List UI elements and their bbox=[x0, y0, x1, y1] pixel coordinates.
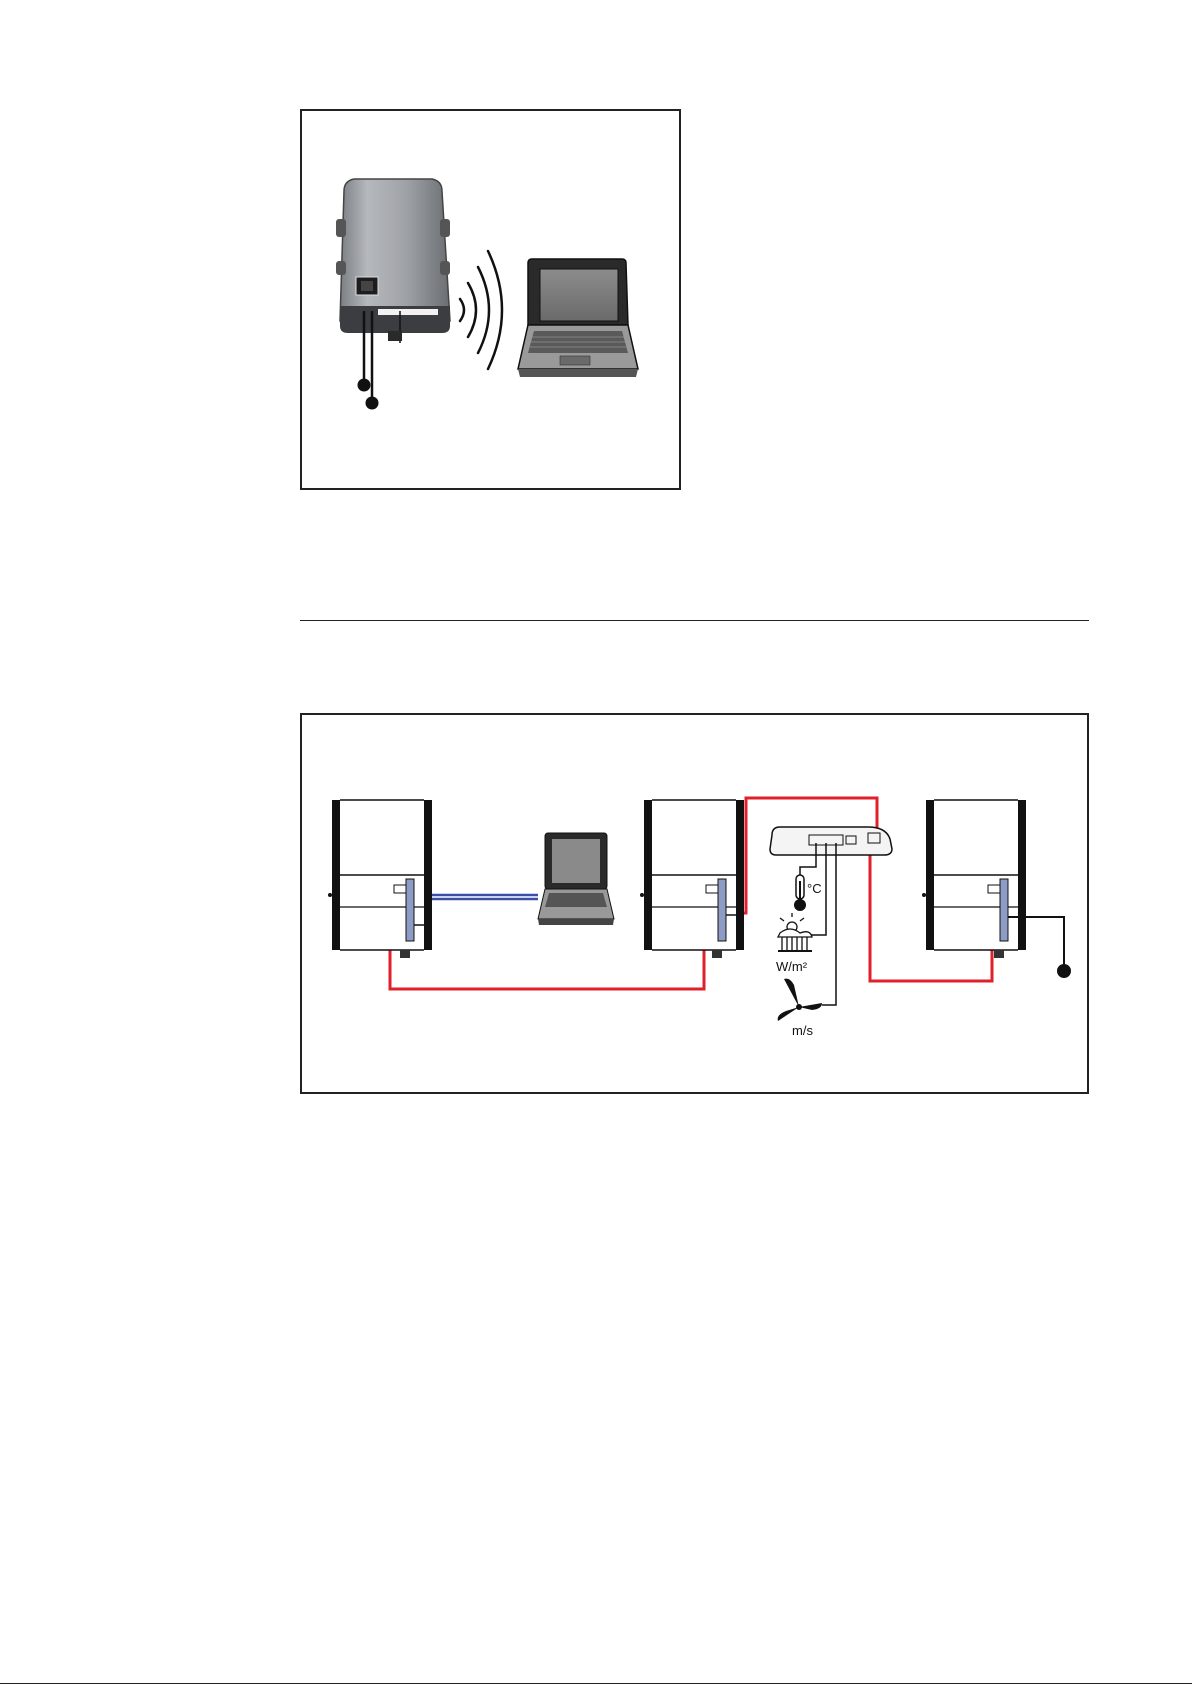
inverter-3-icon bbox=[922, 800, 1026, 958]
figure-wired-network: °C W/m² m/s bbox=[300, 713, 1089, 1094]
sensor-box-icon bbox=[770, 827, 892, 855]
page-bottom-rule bbox=[0, 1683, 1192, 1684]
wireless-signal-icon bbox=[460, 251, 502, 369]
inverter-1-icon bbox=[328, 800, 432, 958]
temperature-unit-label: °C bbox=[807, 881, 822, 896]
inverter-2-icon bbox=[640, 800, 744, 958]
wired-network-diagram: °C W/m² m/s bbox=[302, 715, 1087, 1092]
inverter-icon bbox=[336, 179, 450, 343]
laptop-icon bbox=[538, 833, 614, 925]
wind-sensor-icon bbox=[778, 979, 822, 1021]
figure-wireless-connection bbox=[300, 109, 681, 490]
laptop-icon bbox=[518, 259, 638, 377]
wind-unit-label: m/s bbox=[792, 1023, 813, 1038]
temperature-sensor-icon bbox=[794, 875, 806, 911]
irradiance-unit-label: W/m² bbox=[776, 959, 808, 974]
sensor-wires bbox=[800, 843, 836, 1005]
wireless-diagram bbox=[302, 111, 679, 488]
pc-link-line bbox=[414, 895, 538, 899]
section-divider bbox=[300, 620, 1089, 621]
irradiance-sensor-icon bbox=[778, 913, 812, 951]
